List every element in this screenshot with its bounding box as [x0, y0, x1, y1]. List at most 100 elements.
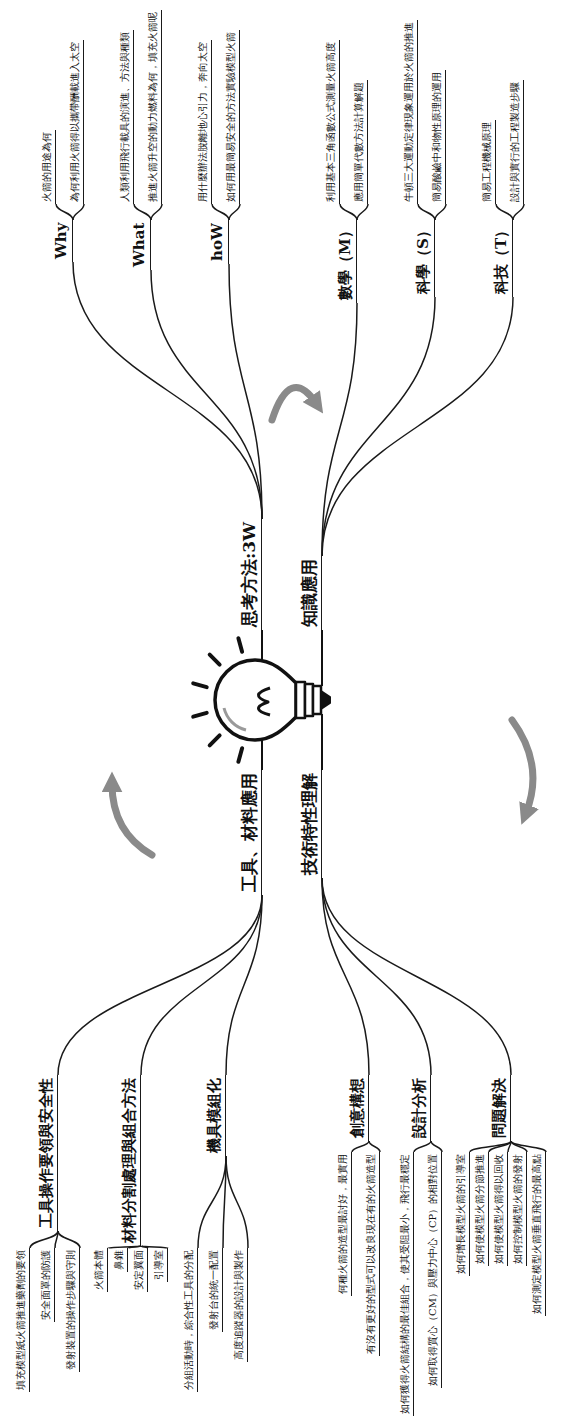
branch-connector: [134, 204, 151, 220]
branch-connector: [340, 204, 357, 220]
topic-text: Why: [52, 223, 71, 259]
branch-connector: [151, 204, 162, 220]
branch-connector: [141, 895, 262, 1075]
branch-connector: [212, 204, 229, 220]
branch-connector: [322, 878, 431, 1075]
topic-text: 思考方法:3W: [239, 522, 260, 627]
topic-text: 工具操作要領與安全性: [37, 1078, 56, 1228]
leaf-topic: 安定翼面: [133, 1248, 148, 1292]
topic-text: 為何利用火箭得以攜帶酬載進入太空: [69, 42, 82, 202]
sub-topic: 創意構想: [348, 1075, 369, 1141]
sub-topic: 材料分割處理與組合方法: [120, 1075, 141, 1246]
topic-text: 如何增長模型火箭的引導室: [455, 1154, 468, 1274]
branch-connector: [30, 1231, 58, 1248]
topic-text: 如何用最簡易安全的方法實驗模型火箭: [225, 32, 238, 202]
leaf-topic: 火箭本體: [93, 1248, 108, 1292]
sub-topic: 科學（S）: [414, 220, 435, 297]
topic-text: 何種火箭的造型最討好，最實用: [337, 1154, 350, 1294]
branch-connector: [73, 204, 84, 220]
leaf-topic: 牛頓三大運動定律現象運用於火箭的推進: [403, 20, 418, 204]
leaf-topic: 鼻錐: [113, 1248, 128, 1272]
sub-topic: 設計分析: [410, 1075, 431, 1141]
leaf-topic: 如何使模型火箭分節推進: [474, 1152, 489, 1266]
branch-connector: [369, 1141, 380, 1152]
leaf-topic: 有沒有更好的型式可以改良現在有的火箭造型: [365, 1152, 380, 1356]
branch-connector: [508, 1141, 511, 1152]
leaf-topic: 高度追蹤器的設計與製作: [233, 1248, 248, 1362]
topic-text: 簡易工程機械原理: [481, 122, 494, 202]
topic-text: 安全面罩的防護: [40, 1250, 53, 1320]
main-topic: 技術特性理解: [299, 770, 322, 878]
leaf-topic: 應用簡單代數方法計算解題: [353, 80, 368, 204]
sub-topic: 數學（M）: [336, 220, 357, 303]
branch-connector: [322, 297, 513, 556]
leaf-topic: 用什麼辦法脫離地心引力，奔向太空: [197, 40, 212, 204]
topic-text: 如何測定模型火箭垂直飛行的最高點: [531, 1154, 544, 1314]
leaf-topic: 如何測定模型火箭垂直飛行的最高點: [531, 1152, 546, 1316]
leaf-topic: 如何獲得火箭結構的最佳組合，使其受阻最小，飛行最穩定: [399, 1152, 414, 1416]
branch-connector: [414, 1141, 431, 1152]
topic-text: 數學（M）: [336, 223, 355, 300]
topic-text: 科技（T）: [492, 223, 511, 294]
cycle-arrow: [112, 387, 533, 855]
branch-connector: [55, 1231, 58, 1248]
branch-connector: [352, 1141, 369, 1152]
branch-connector: [470, 1141, 511, 1152]
sub-topic: hoW: [208, 220, 229, 264]
branch-connector: [226, 1156, 248, 1248]
topic-text: 發射台的統一配置: [208, 1250, 221, 1330]
topic-text: 高度追蹤器的設計與製作: [233, 1250, 246, 1360]
topic-text: 填充模型紙火箭推進藥劑的要領: [15, 1250, 28, 1390]
leaf-topic: 人類利用飛行載具的演進、方法與種類: [119, 30, 134, 204]
leaf-topic: 如何用最簡易安全的方法實驗模型火箭: [225, 30, 240, 204]
branch-connector: [489, 1141, 511, 1152]
branch-connector: [322, 878, 511, 1075]
branch-connector: [513, 204, 524, 220]
branch-connector: [322, 303, 357, 556]
leaf-topic: 火箭的用途為何: [41, 130, 56, 204]
sub-topic: 機具模組化: [205, 1075, 226, 1156]
topic-text: 設計分析: [410, 1078, 429, 1138]
leaf-topic: 填充模型紙火箭推進藥劑的要領: [15, 1248, 30, 1392]
leaf-topic: 如何取得質心（CM）與壓力中心（CP）的相對位置: [427, 1152, 442, 1388]
topic-text: hoW: [208, 223, 227, 261]
topic-text: 材料分割處理與組合方法: [120, 1078, 139, 1243]
branch-connector: [435, 204, 446, 220]
branch-connector: [496, 204, 513, 220]
topic-text: 科學（S）: [414, 223, 433, 294]
leaf-topic: 如何使模型火箭得以回收: [493, 1152, 508, 1266]
leaf-topic: 分組活動時，綜合性工具的分配: [183, 1248, 198, 1392]
topic-text: 火箭本體: [93, 1250, 106, 1290]
branch-connector: [226, 895, 262, 1075]
branch-connector: [511, 1141, 546, 1152]
topic-text: 技術特性理解: [299, 773, 320, 875]
topic-text: 鼻錐: [113, 1250, 126, 1270]
leaf-topic: 發射台的統一配置: [208, 1248, 223, 1332]
topic-text: 如何使模型火箭得以回收: [493, 1154, 506, 1264]
leaf-topic: 設計與實行的工程製造步驟: [509, 80, 524, 204]
sub-topic: 工具操作要領與安全性: [37, 1075, 58, 1231]
topic-text: 應用簡單代數方法計算解題: [353, 82, 366, 202]
topic-text: 發射裝置的操作步驟與守則: [65, 1250, 78, 1370]
leaf-topic: 為何利用火箭得以攜帶酬載進入太空: [69, 40, 84, 204]
topic-text: 問題解決: [490, 1078, 509, 1138]
branch-connector: [357, 204, 368, 220]
topic-text: 人類利用飛行載具的演進、方法與種類: [119, 32, 132, 202]
leaf-topic: 簡易工程機械原理: [481, 120, 496, 204]
leaf-topic: 如何控制模型火箭的發射: [512, 1152, 527, 1266]
topic-text: 利用基本三角函數公式測量火箭高度: [325, 42, 338, 202]
leaf-topic: 安全面罩的防護: [40, 1248, 55, 1322]
topic-text: 有沒有更好的型式可以改良現在有的火箭造型: [365, 1154, 378, 1354]
leaf-topic: 利用基本三角函數公式測量火箭高度: [325, 40, 340, 204]
branch-connector: [431, 1141, 442, 1152]
topic-text: 分組活動時，綜合性工具的分配: [183, 1250, 196, 1390]
topic-text: 牛頓三大運動定律現象運用於火箭的推進: [403, 22, 416, 202]
topic-text: 如何取得質心（CM）與壓力中心（CP）的相對位置: [427, 1154, 440, 1386]
topic-text: 機具模組化: [205, 1078, 224, 1153]
leaf-topic: 推進火箭升空的動力燃料為何，填充火箭呢: [147, 10, 162, 204]
topic-text: 用什麼辦法脫離地心引力，奔向太空: [197, 42, 210, 202]
topic-text: 如何獲得火箭結構的最佳組合，使其受阻最小，飛行最穩定: [399, 1154, 412, 1414]
main-topic: 思考方法:3W: [239, 519, 262, 630]
branch-connector: [56, 204, 73, 220]
